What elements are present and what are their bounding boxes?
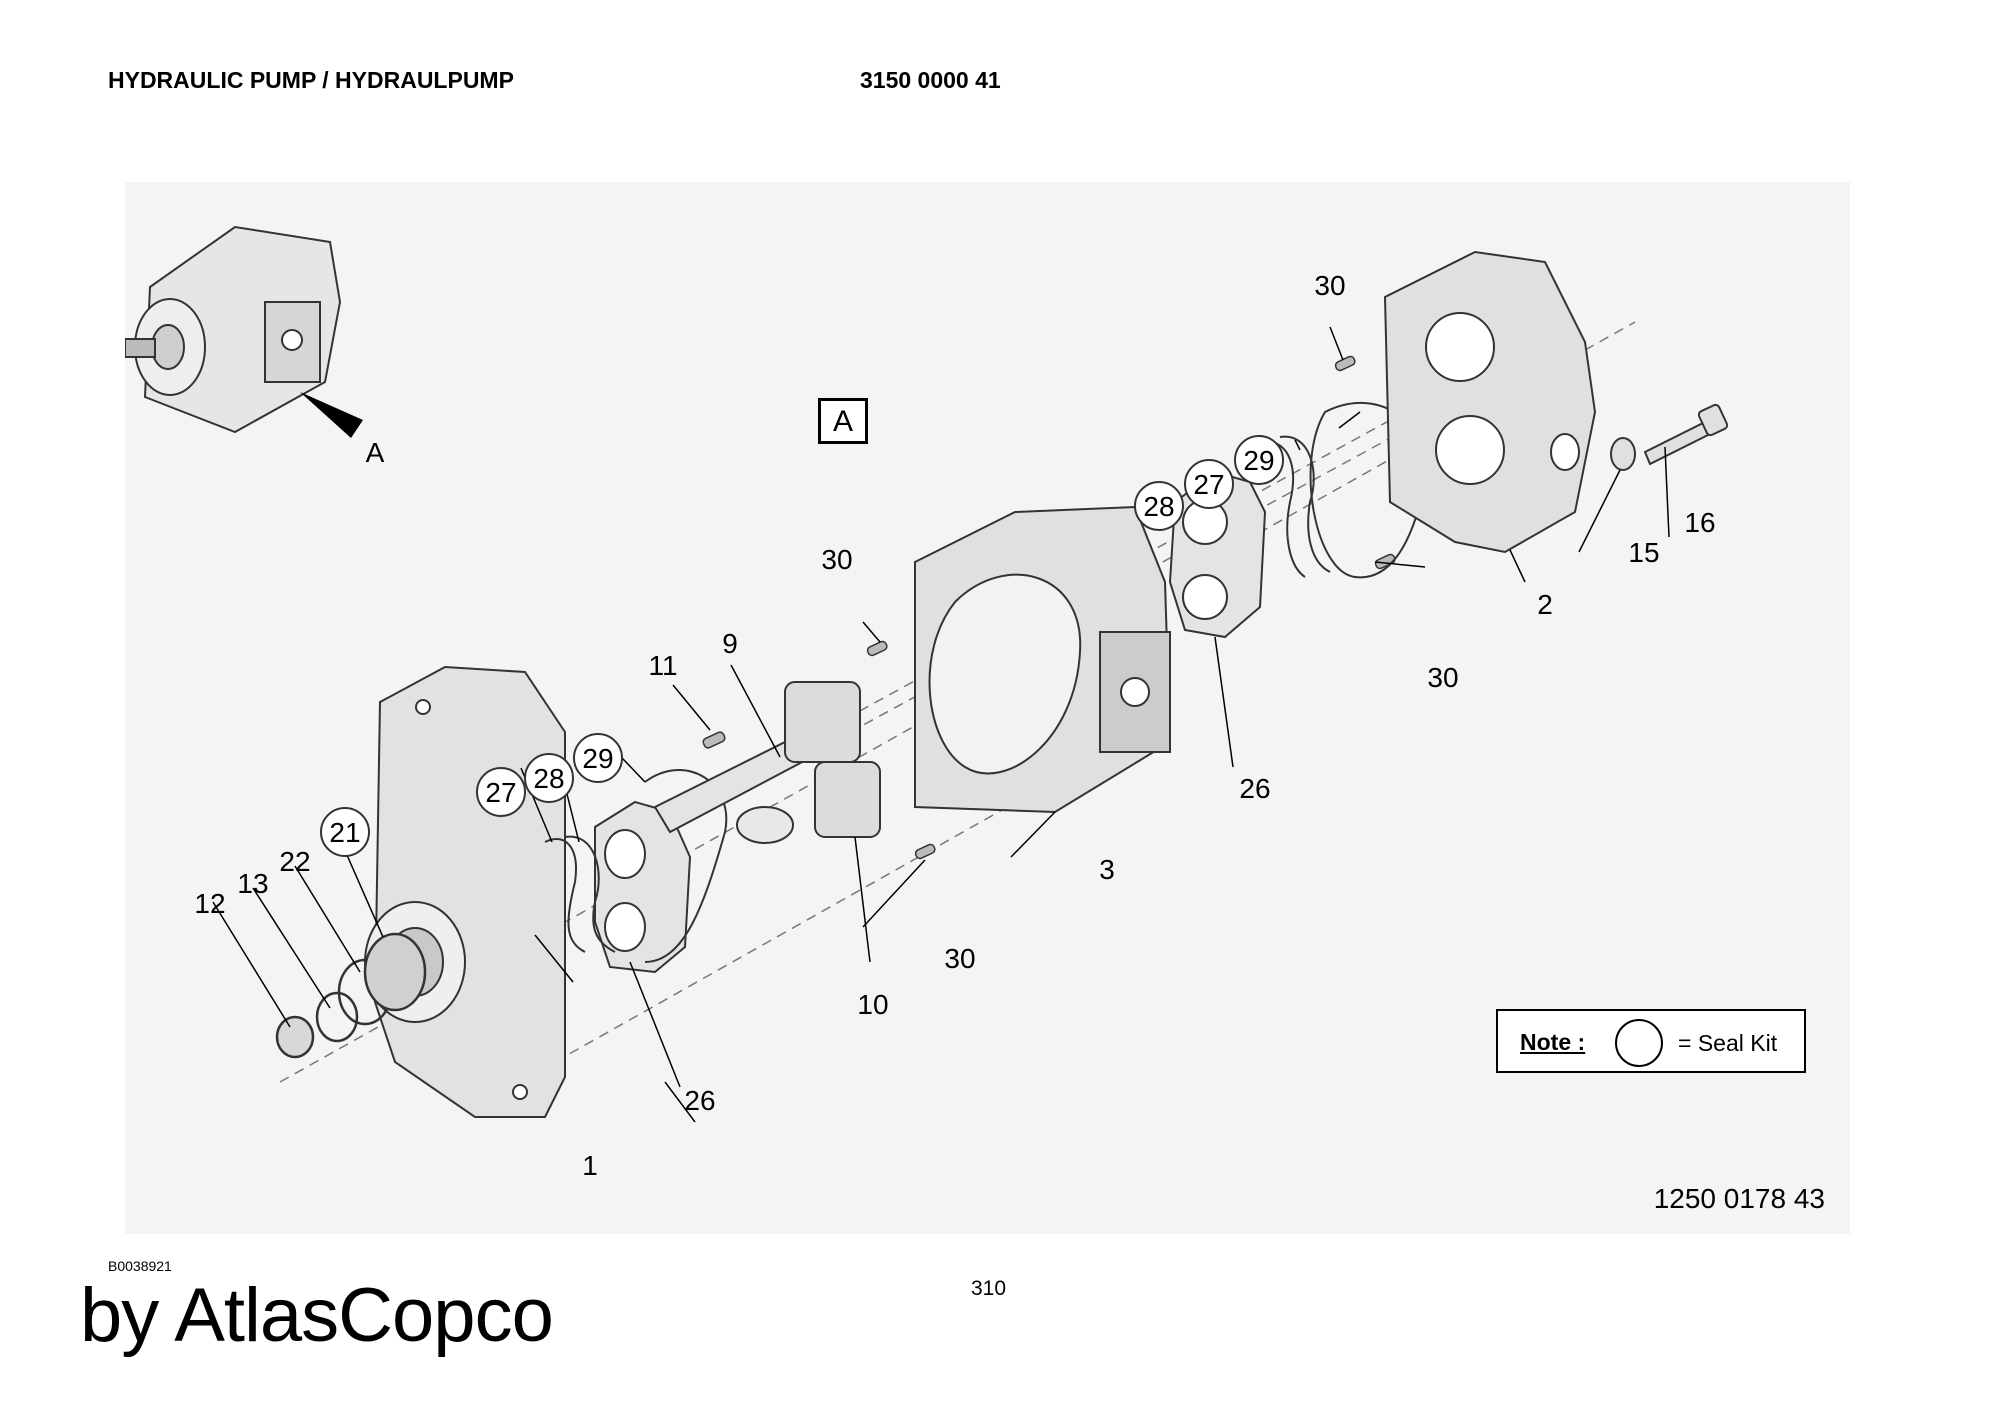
callout-22: 22: [279, 846, 310, 877]
callout-10: 10: [857, 989, 888, 1020]
callout-28-left: 28: [533, 763, 564, 794]
seal-rings-left: [544, 769, 728, 963]
callout-28-right: 28: [1143, 491, 1174, 522]
note-label: Note :: [1520, 1029, 1586, 1055]
page-title: HYDRAULIC PUMP / HYDRAULPUMP: [108, 67, 514, 93]
exploded-view-drawing: 21 22 13 12 27 28 29 11 9 30 28 27 29 30…: [125, 182, 1850, 1234]
pump-assembly-icon: [125, 225, 342, 434]
callout-26-right: 26: [1239, 773, 1270, 804]
part-number: 3150 0000 41: [860, 67, 1001, 93]
callout-13: 13: [237, 868, 268, 899]
page-number: 310: [971, 1277, 1007, 1300]
drawing-number: 1250 0178 43: [1653, 1183, 1825, 1214]
front-cover-part: [364, 665, 566, 1118]
callout-16: 16: [1684, 507, 1715, 538]
callout-21: 21: [329, 817, 360, 848]
callout-30-top-left: 30: [821, 544, 852, 575]
exploded-view-svg: 21 22 13 12 27 28 29 11 9 30 28 27 29 30…: [125, 225, 1729, 1181]
bearing-block-left: [594, 800, 692, 974]
pump-body-part: [914, 505, 1172, 814]
brand-watermark: by AtlasCopco: [80, 1273, 554, 1358]
note-text: = Seal Kit: [1678, 1030, 1778, 1056]
callout-30-bottom: 30: [944, 943, 975, 974]
callout-30-top-right: 30: [1314, 270, 1345, 301]
seal-kit-note: Note : = Seal Kit: [1496, 1009, 1806, 1073]
image-code: B0038921: [108, 1258, 172, 1274]
callout-3: 3: [1099, 854, 1115, 885]
rear-cover-part: [1383, 250, 1597, 554]
callout-1: 1: [582, 1150, 598, 1181]
drive-shaft-part: [653, 681, 881, 844]
bearing-block-right: [1168, 470, 1267, 639]
callout-2: 2: [1537, 589, 1553, 620]
callout-9: 9: [722, 628, 738, 659]
callout-15: 15: [1628, 537, 1659, 568]
view-a-marker: A: [818, 398, 868, 444]
callout-12: 12: [194, 888, 225, 919]
callout-11: 11: [648, 650, 677, 681]
pins: [702, 355, 1396, 860]
view-a-arrow: [300, 392, 363, 438]
callout-29-right: 29: [1243, 445, 1274, 476]
callout-30-right: 30: [1427, 662, 1458, 693]
view-a-arrow-label: A: [366, 437, 385, 468]
callout-29-left: 29: [582, 743, 613, 774]
seal-rings: [275, 932, 427, 1059]
callout-27-left: 27: [485, 777, 516, 808]
callout-27-right: 27: [1193, 469, 1224, 500]
seal-kit-circle-icon: [1615, 1019, 1663, 1067]
callout-26-left: 26: [684, 1085, 715, 1116]
bolt-and-washer: [1610, 403, 1729, 471]
